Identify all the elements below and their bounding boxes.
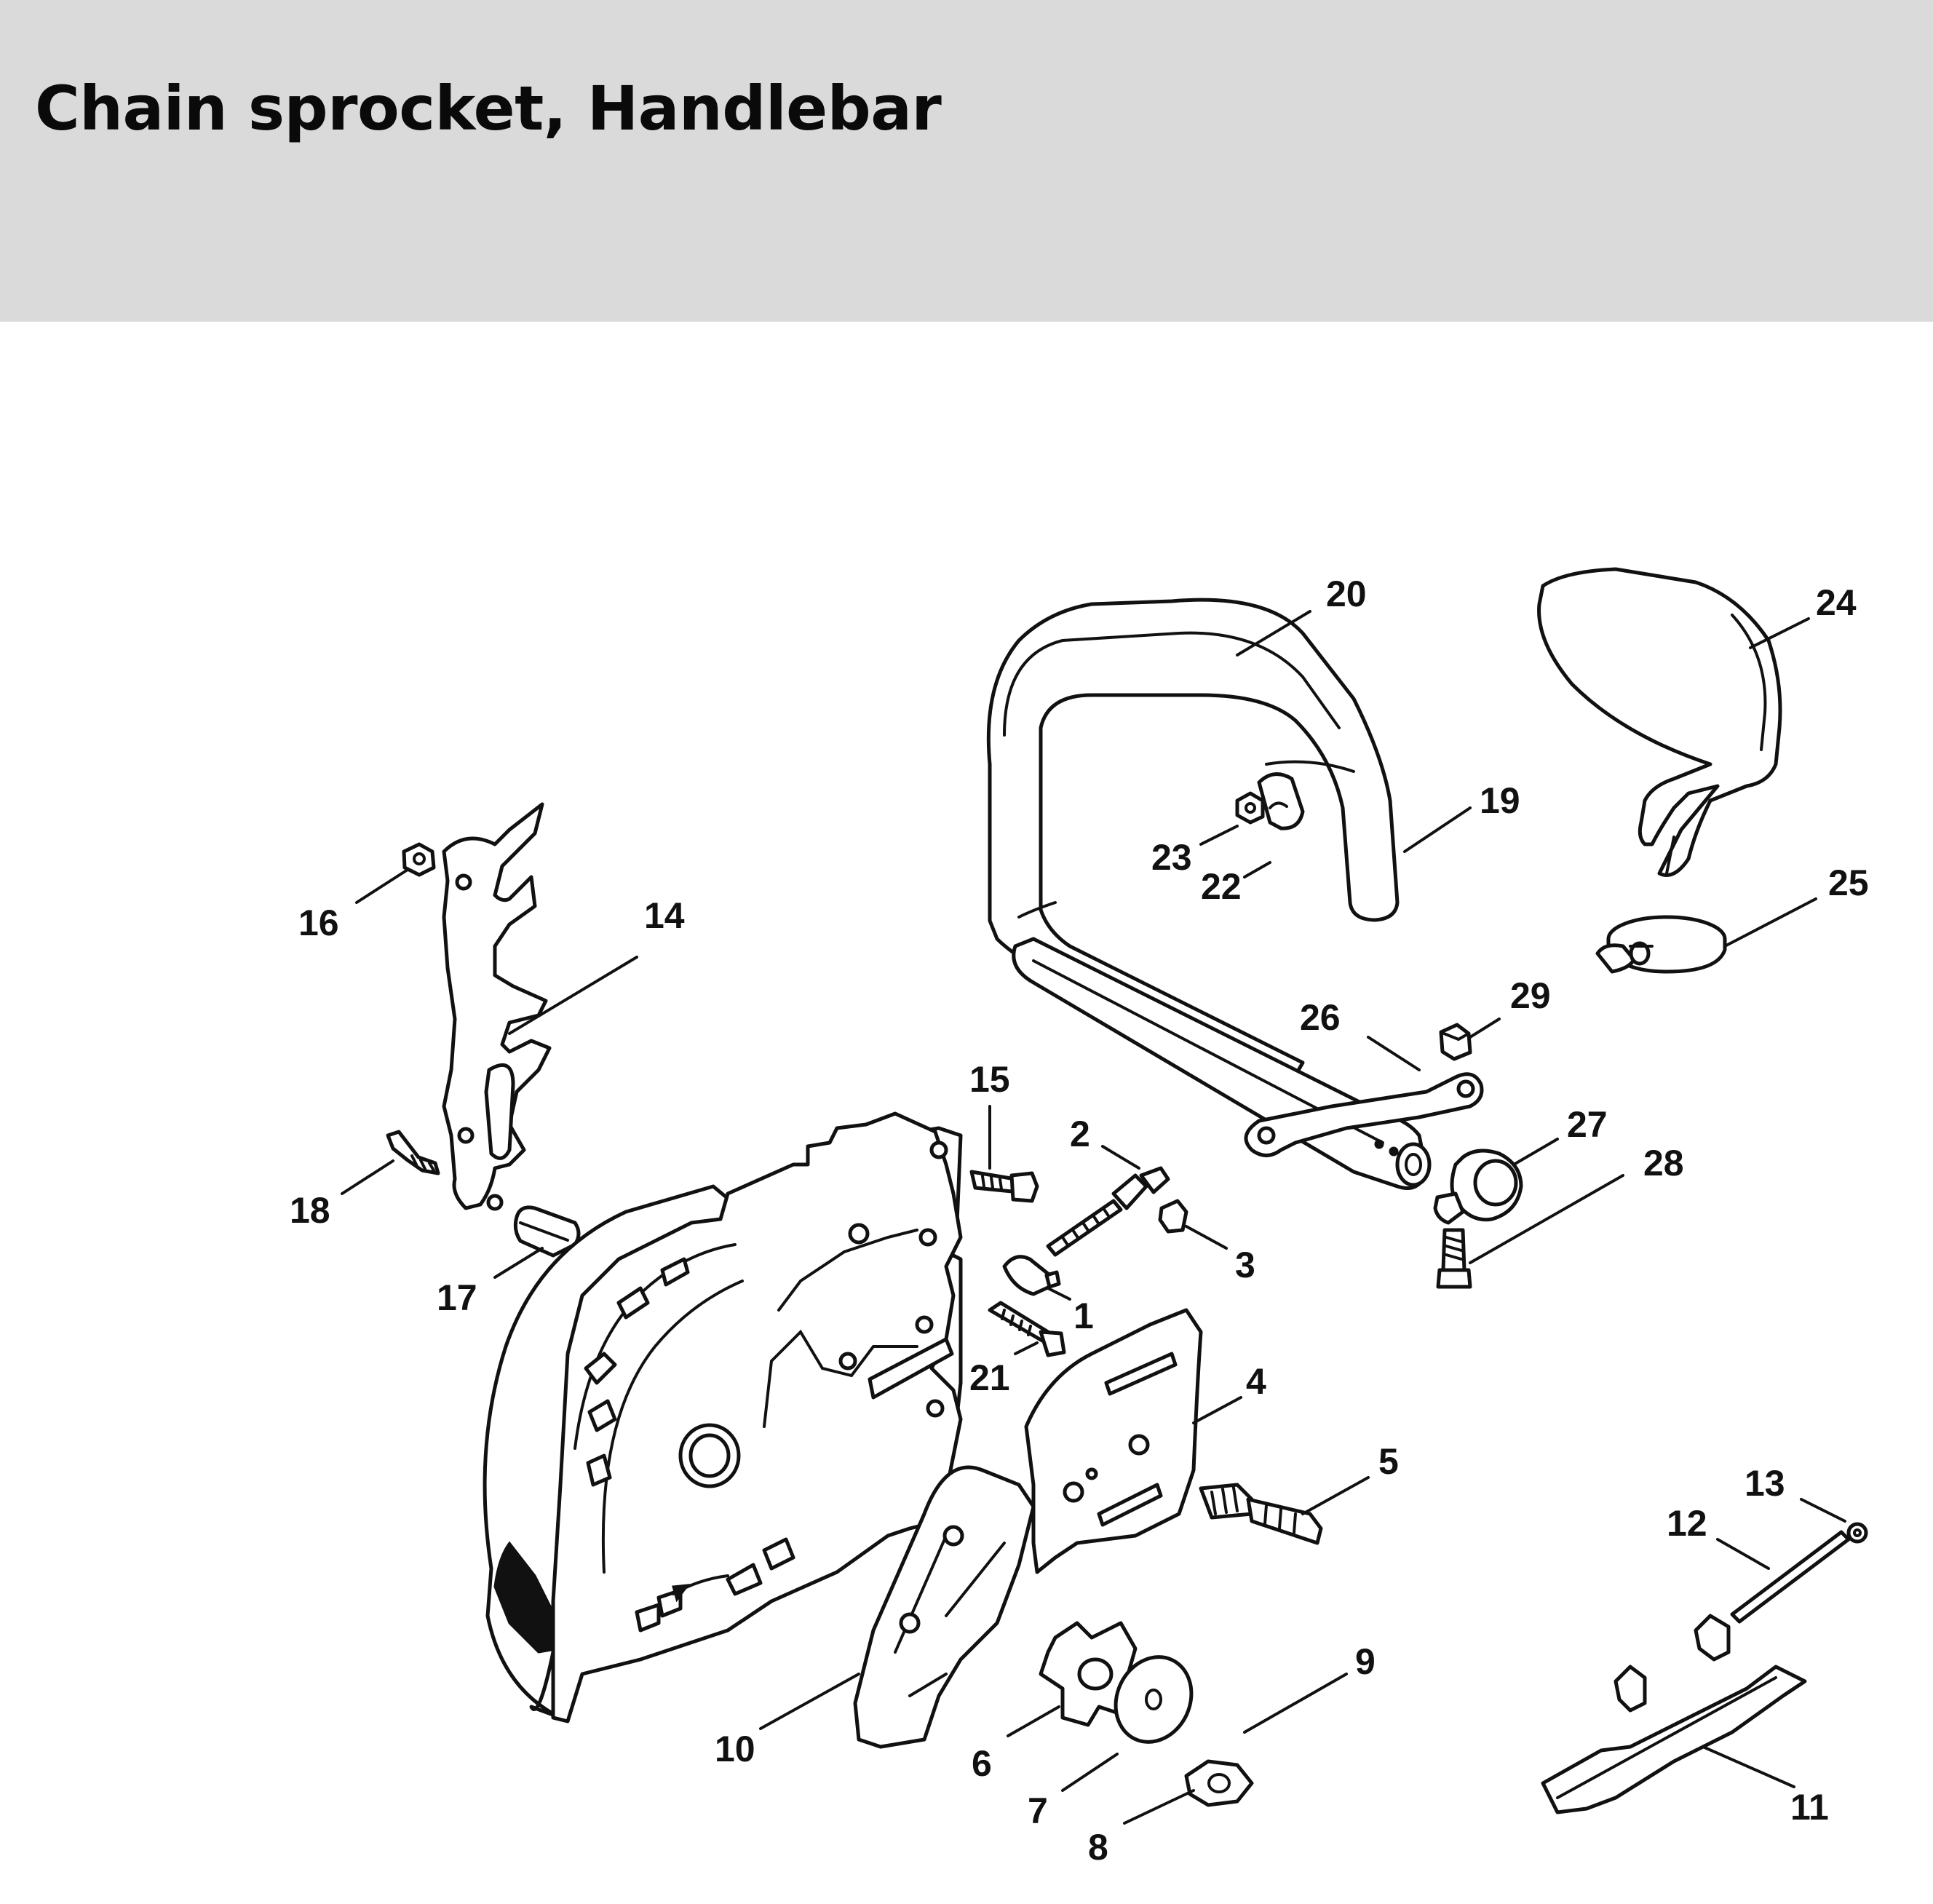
callout-17: 17	[437, 1277, 477, 1318]
callout-12: 12	[1667, 1503, 1707, 1544]
hose-clamp-part-25	[1595, 915, 1727, 974]
callout-14: 14	[644, 895, 685, 936]
leader-6	[1007, 1705, 1060, 1737]
leader-22	[1243, 861, 1271, 878]
screw-part-21	[988, 1301, 1066, 1357]
adjuster-part-1	[1002, 1255, 1061, 1296]
callout-18: 18	[290, 1190, 330, 1231]
pin-part-12	[1730, 1530, 1851, 1624]
leader-9	[1243, 1673, 1348, 1734]
leader-27	[1512, 1138, 1559, 1166]
leader-10	[759, 1673, 860, 1730]
callout-19: 19	[1480, 780, 1520, 821]
leader-7	[1061, 1753, 1119, 1792]
nut-part-3	[1158, 1199, 1188, 1234]
leader-16	[355, 868, 409, 904]
callout-3: 3	[1235, 1245, 1255, 1285]
tensioner-screw-part-2	[1046, 1166, 1170, 1257]
callout-11: 11	[1790, 1787, 1829, 1828]
callout-8: 8	[1088, 1827, 1108, 1868]
leader-5	[1301, 1476, 1370, 1515]
callout-1: 1	[1073, 1296, 1094, 1336]
side-plate-part-4	[1024, 1308, 1203, 1574]
nut-part-8	[1184, 1759, 1254, 1807]
callout-21: 21	[969, 1357, 1010, 1398]
callout-9: 9	[1355, 1641, 1376, 1682]
screw-part-28	[1436, 1228, 1472, 1289]
guide-plate-part-10	[853, 1465, 1036, 1749]
leader-26	[1367, 1036, 1421, 1071]
nut-part-16	[402, 842, 436, 877]
callout-26: 26	[1300, 997, 1341, 1038]
pin-part-17	[513, 1205, 581, 1258]
bushing-part-22	[1257, 772, 1305, 830]
leader-14	[508, 956, 638, 1035]
bumper-spike-part-14	[442, 802, 552, 1211]
callout-10: 10	[715, 1729, 755, 1769]
callout-22: 22	[1201, 866, 1242, 907]
leader-20	[1236, 610, 1311, 657]
page-title: Chain sprocket, Handlebar	[35, 73, 942, 144]
leader-8	[1123, 1789, 1195, 1825]
callout-7: 7	[1028, 1790, 1048, 1831]
leader-12	[1716, 1538, 1770, 1570]
leader-28	[1469, 1174, 1624, 1264]
washer-part-7	[1114, 1655, 1194, 1744]
callout-16: 16	[298, 903, 339, 943]
leader-4	[1192, 1396, 1242, 1424]
bolt-part-15	[969, 1170, 1039, 1203]
callout-20: 20	[1326, 574, 1367, 614]
callout-6: 6	[972, 1743, 992, 1784]
leader-23	[1199, 825, 1239, 846]
clamp-part-27	[1433, 1149, 1523, 1225]
leader-13	[1800, 1498, 1846, 1523]
callout-5: 5	[1378, 1441, 1399, 1482]
screw-part-18	[386, 1130, 440, 1175]
shield-part-24	[1537, 567, 1782, 877]
leader-21	[1014, 1341, 1039, 1355]
callout-27: 27	[1567, 1104, 1608, 1145]
ring-part-13	[1846, 1522, 1868, 1544]
callout-labels: 1 2 3 4 5 6 7 8 9 10 11 12 13 14 15 16 1…	[290, 574, 1869, 1868]
leader-25	[1723, 897, 1817, 948]
callout-4: 4	[1246, 1361, 1266, 1402]
leader-2	[1101, 1145, 1140, 1170]
header-banner: Chain sprocket, Handlebar	[0, 0, 1933, 322]
callout-23: 23	[1151, 837, 1192, 878]
callout-29: 29	[1510, 975, 1551, 1016]
stud-part-5	[1199, 1483, 1323, 1545]
leader-11	[1702, 1745, 1795, 1788]
callout-2: 2	[1070, 1114, 1090, 1154]
plate-part-11	[1541, 1614, 1807, 1814]
nut-part-23	[1235, 791, 1265, 825]
leader-24	[1749, 617, 1810, 649]
leader-19	[1403, 806, 1472, 853]
leader-1	[1047, 1287, 1071, 1301]
strut-part-26	[1244, 1072, 1484, 1157]
callout-13: 13	[1745, 1463, 1785, 1504]
sprocket-cover	[483, 1111, 963, 1723]
callout-28: 28	[1643, 1143, 1684, 1183]
nut-part-29	[1439, 1023, 1472, 1061]
leader-17	[493, 1247, 544, 1279]
callout-15: 15	[969, 1059, 1010, 1100]
leader-lines	[341, 610, 1846, 1825]
leader-29	[1469, 1018, 1501, 1039]
callout-25: 25	[1828, 862, 1869, 903]
leader-18	[341, 1159, 394, 1195]
leader-3	[1185, 1225, 1228, 1250]
callout-24: 24	[1816, 582, 1857, 623]
